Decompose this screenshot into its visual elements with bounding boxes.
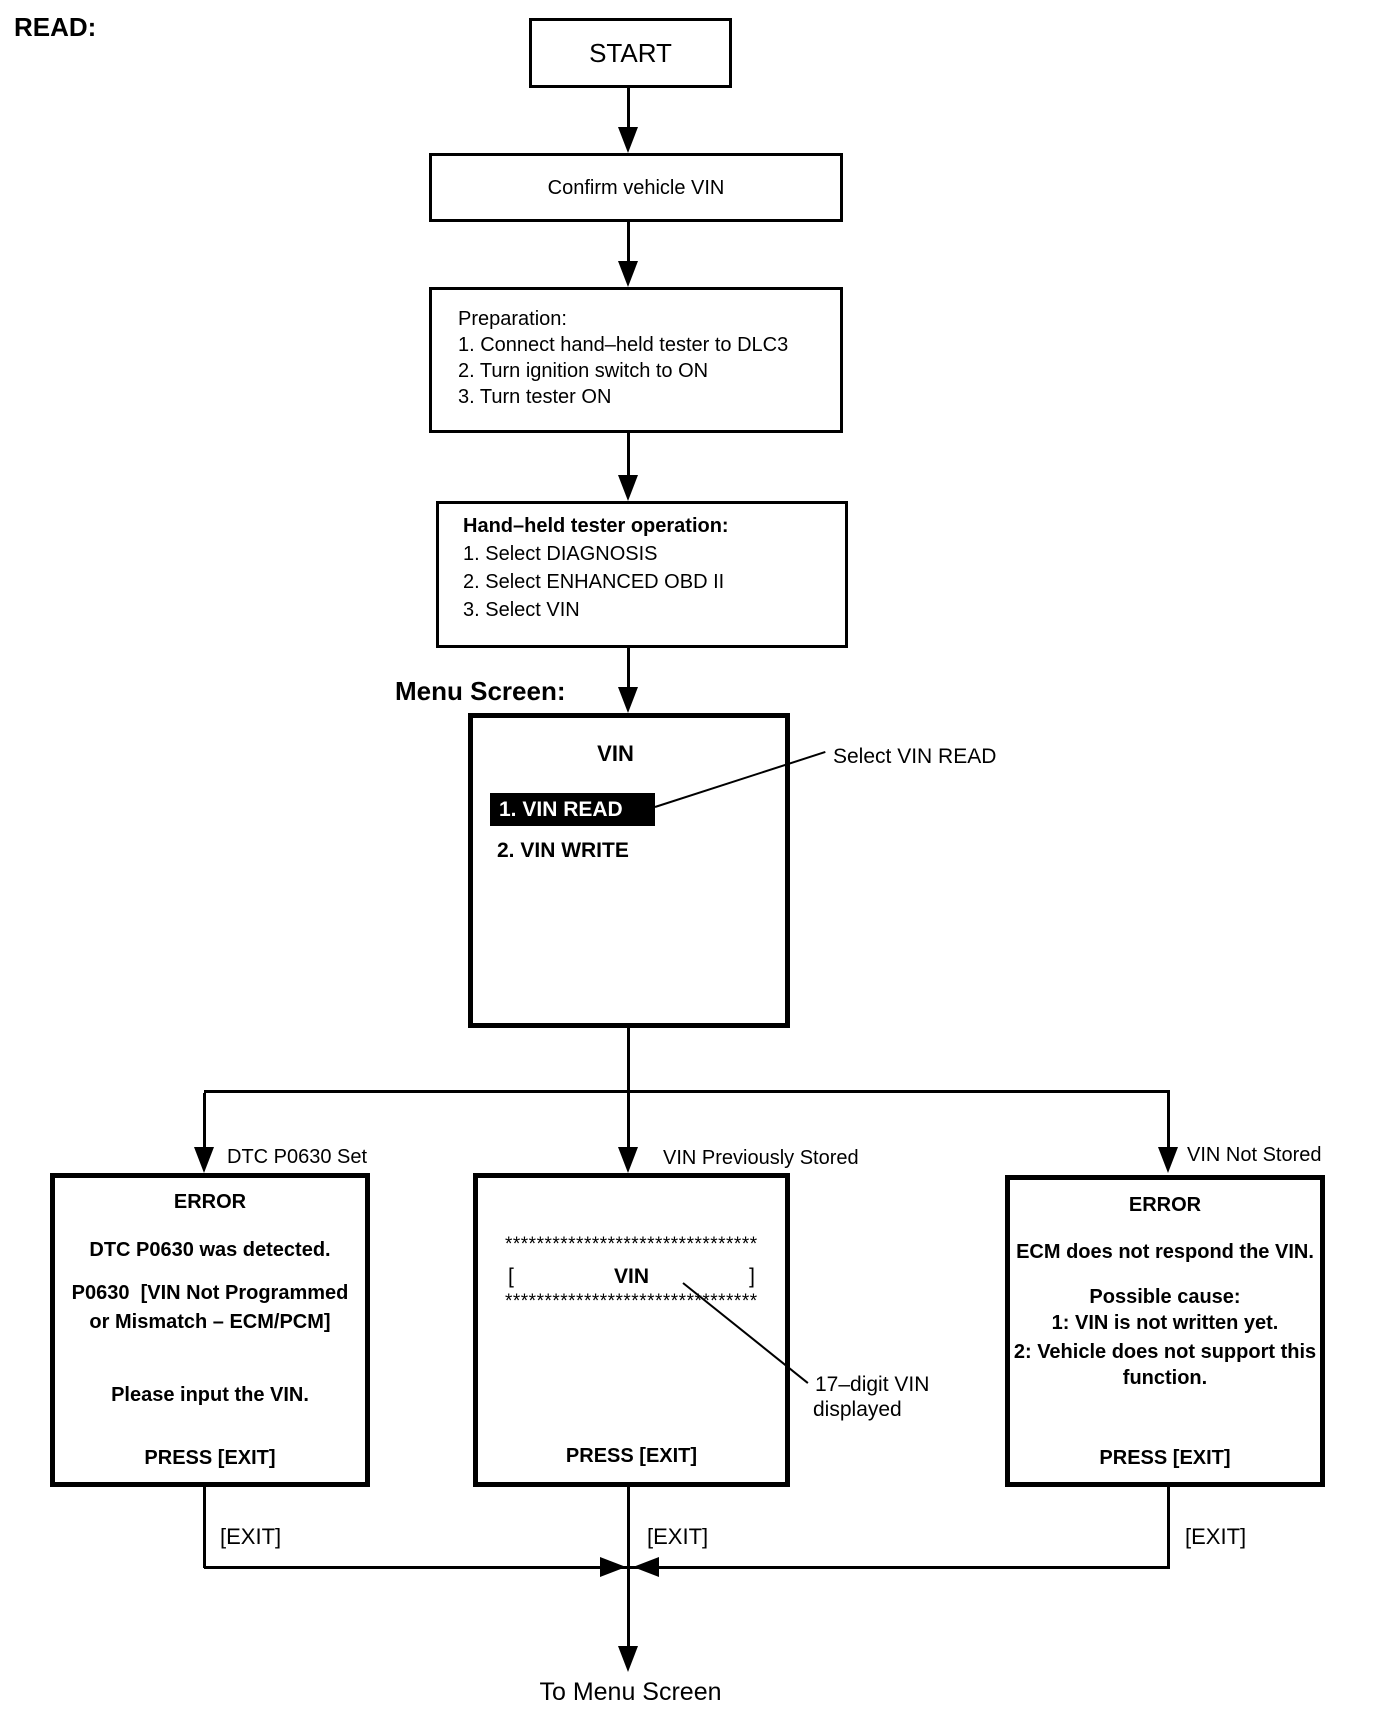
preparation-step: 2. Turn ignition switch to ON: [458, 360, 709, 382]
page-title: READ:: [14, 12, 97, 42]
arrow-down-icon: [618, 127, 638, 153]
tester-operation-title: Hand–held tester operation:: [463, 515, 729, 537]
screen-text: PRESS [EXIT]: [144, 1447, 276, 1469]
vin-menu-title: VIN: [597, 741, 634, 766]
screen-text: PRESS [EXIT]: [1099, 1447, 1231, 1469]
screen-text: 2: Vehicle does not support this: [1013, 1341, 1317, 1363]
to-menu-screen-label: To Menu Screen: [539, 1678, 722, 1706]
arrow-down-icon: [1158, 1147, 1178, 1173]
asterisk-row: *********************************: [505, 1291, 758, 1312]
menu-screen-label: Menu Screen:: [395, 676, 566, 706]
exit-label-center: [EXIT]: [647, 1524, 709, 1549]
screen-text: ERROR: [173, 1191, 247, 1213]
arrow-down-icon: [194, 1147, 214, 1173]
select-vin-read-callout: Select VIN READ: [833, 745, 997, 768]
exit-label-right: [EXIT]: [1185, 1524, 1247, 1549]
connector-line: [627, 433, 630, 477]
vin-display-screen: ********************************* [ VIN …: [473, 1173, 790, 1487]
error-no-response-screen: ERROR ECM does not respond the VIN. Poss…: [1005, 1175, 1325, 1487]
branch-label-vin-not-stored: VIN Not Stored: [1187, 1144, 1322, 1166]
connector-line: [627, 88, 630, 129]
connector-line: [1167, 1093, 1170, 1149]
asterisk-row: *********************************: [505, 1234, 758, 1255]
screen-text: function.: [1122, 1367, 1208, 1389]
tester-operation-step: 3. Select VIN: [463, 599, 580, 621]
preparation-step: 3. Turn tester ON: [458, 386, 612, 408]
arrow-down-icon: [618, 475, 638, 501]
connector-line: [203, 1487, 206, 1568]
screen-text: 1: VIN is not written yet.: [1051, 1312, 1279, 1334]
screen-text: ERROR: [1128, 1194, 1202, 1216]
preparation-title: Preparation:: [458, 308, 567, 330]
menu-item-vin-write: 2. VIN WRITE: [497, 839, 629, 862]
connector-line: [627, 1093, 630, 1149]
screen-text: or Mismatch – ECM/PCM]: [89, 1311, 331, 1333]
bracket-close: ]: [749, 1265, 755, 1288]
bracket-open: [: [508, 1265, 514, 1288]
merge-line: [204, 1566, 1170, 1569]
tester-operation-node: Hand–held tester operation: 1. Select DI…: [436, 501, 848, 648]
arrow-down-icon: [618, 261, 638, 287]
preparation-node: Preparation: 1. Connect hand–held tester…: [429, 287, 843, 433]
confirm-vin-node: Confirm vehicle VIN: [429, 153, 843, 222]
connector-line: [1167, 1487, 1170, 1568]
arrow-left-icon: [633, 1557, 659, 1577]
branch-junction-line: [204, 1090, 1170, 1093]
vin-value-label: VIN: [613, 1265, 649, 1288]
vin-bracket-row: [ VIN ]: [508, 1266, 755, 1288]
error-dtc-p0630-screen: ERROR DTC P0630 was detected. P0630 [VIN…: [50, 1173, 370, 1487]
tester-operation-step: 2. Select ENHANCED OBD II: [463, 571, 725, 593]
preparation-step: 1. Connect hand–held tester to DLC3: [458, 334, 789, 356]
branch-label-dtc-set: DTC P0630 Set: [227, 1146, 368, 1168]
start-node: START: [529, 18, 732, 88]
branch-label-vin-stored: VIN Previously Stored: [663, 1147, 859, 1169]
arrow-down-icon: [618, 687, 638, 713]
exit-label-left: [EXIT]: [220, 1524, 282, 1549]
arrow-down-icon: [618, 1147, 638, 1173]
screen-text: Possible cause:: [1089, 1286, 1241, 1308]
screen-text: Please input the VIN.: [111, 1384, 309, 1406]
screen-text: PRESS [EXIT]: [565, 1445, 698, 1467]
arrow-right-icon: [600, 1557, 626, 1577]
screen-text: P0630 [VIN Not Programmed: [71, 1282, 349, 1304]
screen-text: DTC P0630 was detected.: [89, 1239, 331, 1261]
connector-line: [627, 648, 630, 689]
connector-line: [627, 1028, 630, 1091]
vin-menu-screen: VIN 1. VIN READ 2. VIN WRITE: [468, 713, 790, 1028]
tester-operation-step: 1. Select DIAGNOSIS: [463, 543, 658, 565]
vin-digits-callout-line1: 17–digit VIN: [815, 1373, 930, 1396]
arrow-down-icon: [618, 1646, 638, 1672]
connector-line: [203, 1093, 206, 1149]
screen-text: ECM does not respond the VIN.: [1016, 1241, 1314, 1263]
vin-digits-callout-line2: displayed: [813, 1398, 902, 1421]
connector-line: [627, 222, 630, 263]
menu-item-vin-read: 1. VIN READ: [490, 793, 655, 826]
